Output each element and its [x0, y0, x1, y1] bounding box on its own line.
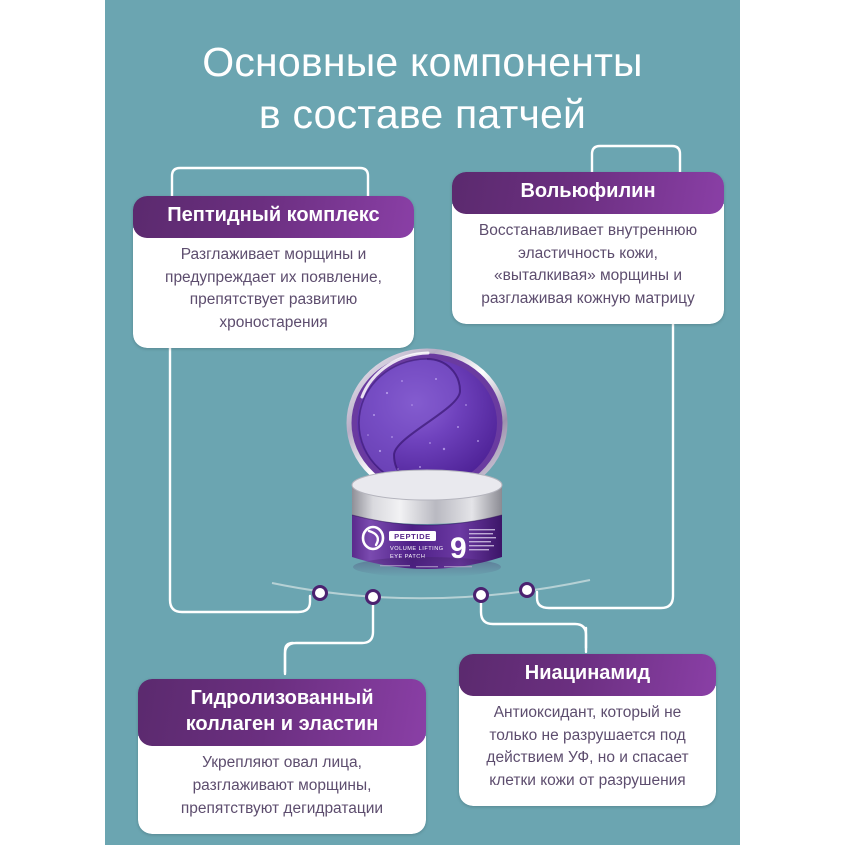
page-title-line-2: в составе патчей — [258, 91, 587, 138]
jar-lid-open — [346, 348, 508, 498]
eye-patch-pair — [359, 359, 460, 487]
card-niacinamide-heading: Ниацинамид — [459, 654, 716, 696]
page-title-line-1: Основные компоненты — [202, 39, 643, 85]
svg-text:EYE PATCH: EYE PATCH — [390, 554, 425, 560]
jar-base: PEPTIDE VOLUME LIFTING EYE PATCH 9 — [351, 469, 503, 577]
card-peptide-heading: Пептидный комплекс — [133, 196, 414, 238]
svg-text:PEPTIDE: PEPTIDE — [394, 532, 431, 541]
card-peptide-body: Разглаживает морщины и предупреждает их … — [133, 227, 414, 349]
eye-patch-jar-illustration: PEPTIDE VOLUME LIFTING EYE PATCH 9 — [346, 348, 508, 577]
page-title: Основные компоненты в составе патчей — [105, 36, 740, 141]
card-niacinamide-body: Антиоксидант, который не только не разру… — [459, 685, 716, 807]
card-collagen-heading: Гидролизованный коллаген и эластин — [138, 679, 426, 747]
product-image: PEPTIDE VOLUME LIFTING EYE PATCH 9 — [332, 345, 522, 585]
card-niacinamide: Ниацинамид Антиоксидант, который не толь… — [459, 654, 716, 807]
svg-text:VOLUME LIFTING: VOLUME LIFTING — [390, 546, 444, 552]
card-peptide: Пептидный комплекс Разглаживает морщины … — [133, 196, 414, 349]
jar-label: PEPTIDE VOLUME LIFTING EYE PATCH 9 — [361, 525, 496, 568]
card-volufilin-body: Восстанавливает внутреннюю эластичность … — [452, 203, 724, 325]
card-volufilin: Вольюфилин Восстанавливает внутреннюю эл… — [452, 172, 724, 325]
svg-text:9: 9 — [450, 532, 467, 565]
card-volufilin-heading: Вольюфилин — [452, 172, 724, 214]
card-collagen-body: Укрепляют овал лица, разглаживают морщин… — [138, 736, 426, 834]
card-collagen: Гидролизованный коллаген и эластин Укреп… — [138, 679, 426, 834]
